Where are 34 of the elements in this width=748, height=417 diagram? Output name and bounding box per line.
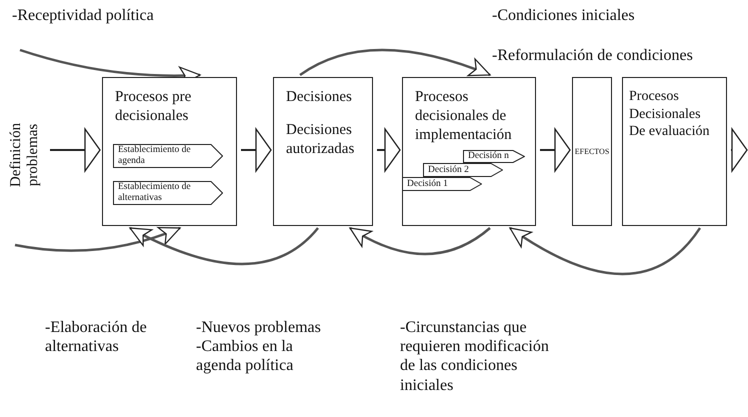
pentagon-tag: Establecimiento de alternativas bbox=[113, 181, 223, 205]
box-text: Procesos pre decisionales bbox=[115, 88, 192, 126]
arrow bbox=[129, 226, 319, 266]
process-box bbox=[273, 77, 373, 226]
process-box bbox=[622, 77, 727, 226]
arrow bbox=[349, 226, 491, 256]
box-text: Procesos Decisionales De evaluación bbox=[629, 88, 710, 140]
arrow bbox=[50, 128, 101, 172]
box-text: EFECTOS bbox=[574, 146, 610, 156]
arrow bbox=[241, 128, 272, 172]
arrow bbox=[509, 226, 701, 276]
annotation-text: -Condiciones iniciales bbox=[492, 6, 636, 26]
box-text: Procesos decisionales de implementación bbox=[415, 88, 513, 144]
process-box bbox=[402, 77, 536, 226]
pentagon-tag: Decisión 2 bbox=[423, 163, 503, 177]
arrow bbox=[540, 128, 571, 172]
process-box bbox=[102, 77, 237, 226]
pentagon-tag: Decisión n bbox=[463, 150, 525, 163]
box-text: Decisiones bbox=[286, 88, 353, 107]
arrow bbox=[731, 128, 748, 172]
vertical-label: Definición problemas bbox=[8, 115, 46, 195]
pentagon-tag: Establecimiento de agenda bbox=[113, 144, 223, 168]
pentagon-tag: Decisión 1 bbox=[402, 177, 482, 191]
annotation-text: -Cambios en la agenda política bbox=[196, 337, 294, 376]
annotation-text: -Elaboración de alternativas bbox=[45, 318, 148, 356]
box-text: Decisiones autorizadas bbox=[286, 120, 356, 158]
process-box bbox=[572, 77, 612, 226]
annotation-text: -Circunstancias que requieren modificación de las condiciones iniciales bbox=[400, 318, 550, 395]
arrow bbox=[14, 226, 181, 252]
arrow bbox=[377, 128, 401, 172]
annotation-text: -Receptividad política bbox=[12, 6, 155, 26]
arrow bbox=[299, 48, 491, 77]
annotation-text: -Reformulación de condiciones bbox=[492, 46, 694, 66]
annotation-text: -Nuevos problemas bbox=[196, 318, 322, 338]
